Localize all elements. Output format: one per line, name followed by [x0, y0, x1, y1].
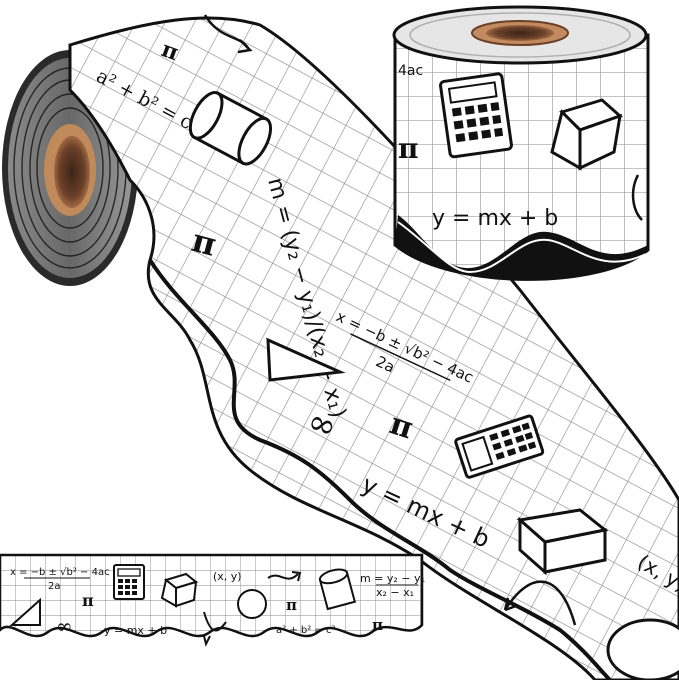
small-roll-cube-icon [550, 98, 623, 171]
bottom-arrow-head-icon [203, 635, 211, 647]
bottom-pi-2: π [286, 596, 297, 614]
cylinder-icon [188, 91, 273, 166]
arrow-head-icon [237, 39, 253, 54]
bottom-strip: x = −b ± √b² − 4ac 2a π ∞ y = mx + b [0, 553, 425, 647]
triangle-icon [266, 337, 346, 382]
bottom-cube-icon [160, 572, 199, 608]
main-strip: a² + b² = c² π m = (y₂ − y₁)/(x₂ − x₁) π… [68, 14, 679, 680]
small-roll-core-hole [486, 25, 554, 41]
bottom-triangle-icon [9, 597, 41, 626]
bottom-quadratic: x = −b ± √b² − 4ac 2a [10, 567, 110, 592]
parabola-arrow-icon [503, 580, 577, 626]
small-roll-pi: π [398, 132, 419, 165]
bottom-parabola-icon [203, 611, 227, 632]
bottom-circle-icon [237, 589, 267, 619]
bottom-pythagoras: a² + b² = c² [276, 625, 335, 636]
bottom-strip-paper [0, 553, 424, 638]
parabola-arrow-head-icon [503, 597, 517, 612]
circle-icon [606, 618, 679, 680]
bottom-wave-arrow-icon [267, 573, 299, 580]
bottom-calculator-icon [113, 564, 145, 600]
bottom-pi-3: π [372, 616, 383, 634]
small-roll-wave-line [397, 221, 647, 274]
bottom-slope-denominator: x₂ − x₁ [376, 586, 414, 599]
cube-icon [516, 508, 609, 576]
small-roll: 4ac π y = mx + b [392, 5, 650, 281]
bottom-cylinder-icon [318, 568, 357, 611]
calculator-icon [454, 414, 545, 479]
bottom-pi: π [82, 591, 94, 610]
big-roll-core-hole [54, 136, 90, 208]
small-roll-arc-icon [631, 174, 643, 221]
bottom-infinity: ∞ [56, 614, 73, 638]
strip-scallop-edge [148, 258, 612, 680]
bottom-wave-arrow-head-icon [291, 571, 302, 582]
bottom-line-equation: y = mx + b [104, 624, 167, 637]
bottom-point-label: (x, y) [213, 570, 242, 583]
small-roll-top-layers [409, 12, 631, 58]
small-roll-calculator-icon [439, 72, 513, 159]
small-roll-line-equation: y = mx + b [432, 206, 558, 231]
strip-paper [68, 16, 679, 680]
bottom-slope: m = y₂ − y₁ x₂ − x₁ [360, 572, 425, 599]
small-roll-quad-fragment: 4ac [398, 63, 423, 79]
bottom-slope-numerator: m = y₂ − y₁ [360, 572, 425, 585]
bottom-quadratic-denominator: 2a [48, 581, 61, 592]
bottom-quadratic-numerator: x = −b ± √b² − 4ac [10, 567, 110, 578]
